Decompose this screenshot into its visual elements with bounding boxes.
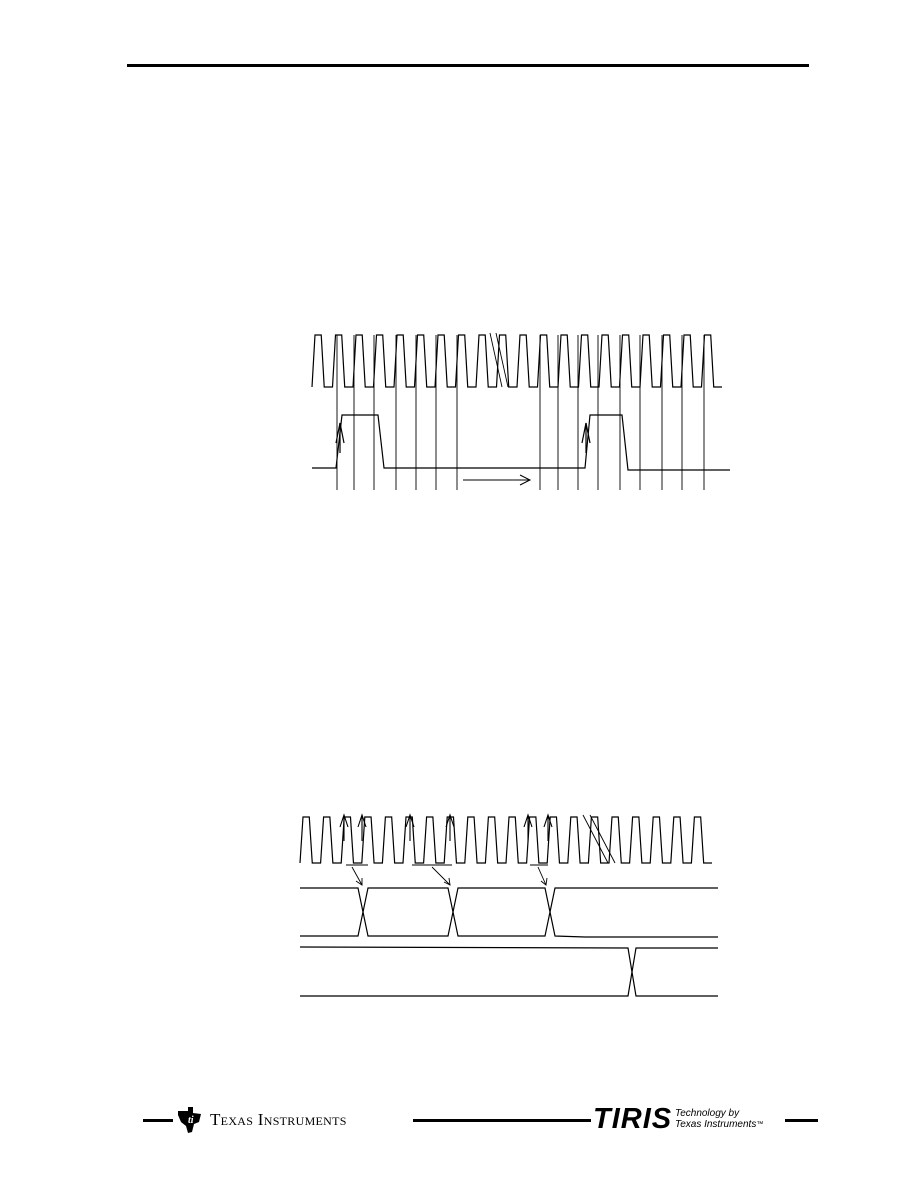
direction-arrow <box>463 474 532 486</box>
footer-rule-left <box>143 1119 173 1122</box>
clock-waveform <box>299 816 712 864</box>
timing-diagram-1 <box>311 332 730 490</box>
tagline-line-1: Technology by <box>675 1108 740 1119</box>
brand-tagline: Technology by Texas Instruments™ <box>675 1108 763 1130</box>
trademark-mark: ™ <box>756 1121 764 1128</box>
clock-trace <box>299 816 712 864</box>
data-bus-waveform <box>300 887 718 938</box>
svg-text:ti: ti <box>188 1115 194 1126</box>
delay-markers <box>346 864 548 886</box>
ti-logo-icon: ti <box>178 1107 201 1133</box>
brand-logo-text: TIRIS <box>593 1103 673 1135</box>
sample-lines <box>336 335 705 490</box>
break-marks <box>582 814 616 864</box>
tagline-line-2: Texas Instruments <box>675 1119 757 1130</box>
data-waveform <box>312 414 730 471</box>
clock-waveform <box>311 334 722 388</box>
output-bus-waveform <box>299 946 718 997</box>
timing-diagram-2 <box>299 813 718 997</box>
footer-rule-right <box>785 1119 818 1122</box>
footer-rule-middle <box>413 1119 591 1122</box>
edge-arrows <box>335 422 591 453</box>
break-marks <box>489 332 509 388</box>
clock-trace <box>311 334 722 388</box>
company-name: Texas Instruments <box>210 1110 347 1129</box>
header-rule <box>127 64 809 67</box>
clock-edge-arrows <box>339 813 553 841</box>
page-footer: ti Texas Instruments TIRIS Technology by… <box>0 1100 918 1140</box>
